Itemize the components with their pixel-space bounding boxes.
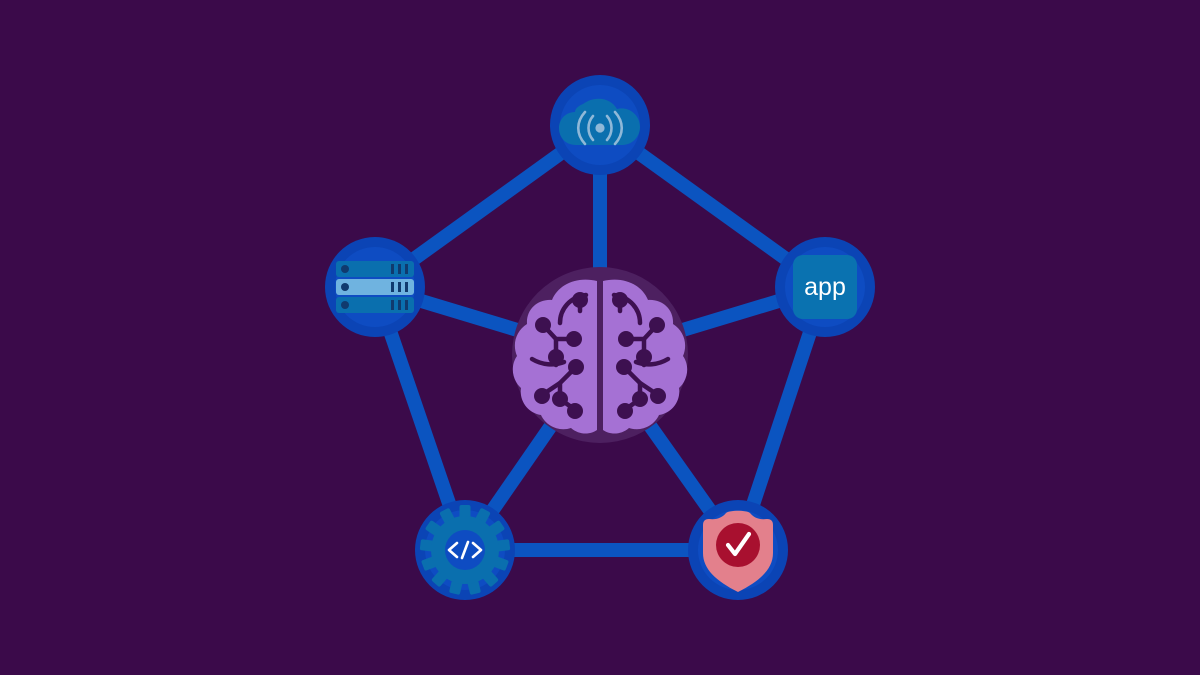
wifi-waves — [576, 110, 624, 146]
app-tile-label: app — [804, 273, 846, 301]
ai-brain-hub[interactable] — [512, 267, 688, 443]
brain-nodes-right — [612, 292, 666, 419]
brain-icon — [512, 279, 688, 434]
server-rack-icon — [336, 261, 414, 313]
shield-check-icon — [703, 510, 773, 592]
brain-fissure — [597, 281, 603, 430]
node-server[interactable] — [325, 237, 425, 337]
node-cloud[interactable] — [550, 75, 650, 175]
gear-code-icon — [419, 505, 511, 595]
node-code-gear[interactable] — [415, 500, 515, 600]
shield-check-disc — [716, 523, 760, 567]
app-tile-icon — [793, 255, 857, 319]
server-bay-3 — [336, 297, 414, 313]
checkmark-icon — [725, 531, 752, 557]
brain-nodes-left — [534, 292, 588, 419]
node-security-shield[interactable] — [688, 500, 788, 600]
server-bay-2-active — [336, 279, 414, 295]
server-bay-1 — [336, 261, 414, 277]
cloud-wifi-icon — [559, 98, 640, 146]
node-app[interactable]: app — [775, 237, 875, 337]
code-chevrons — [447, 540, 483, 560]
wifi-center-dot — [595, 123, 605, 133]
